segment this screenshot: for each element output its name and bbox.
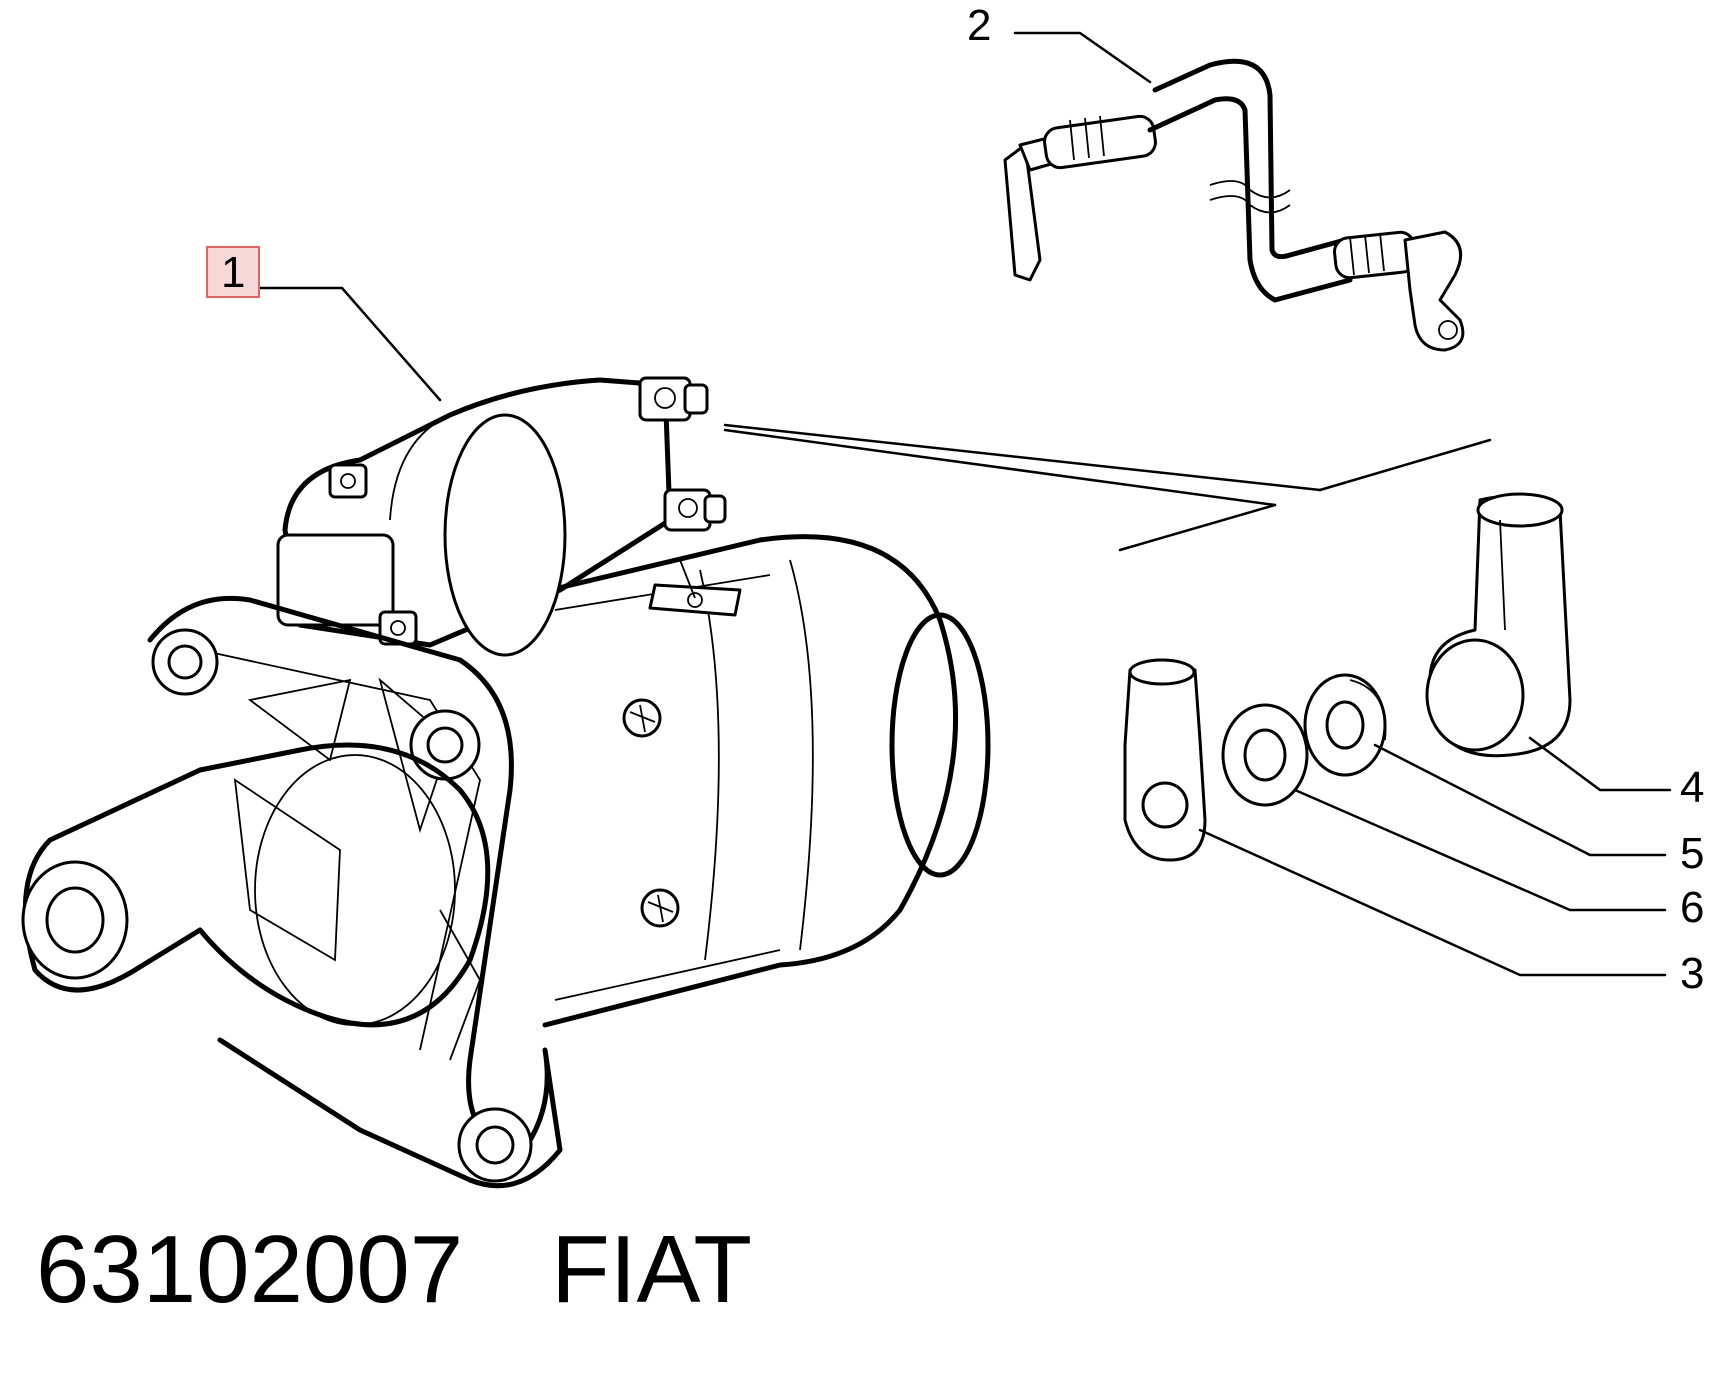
- callout-leaders: [258, 31, 1672, 977]
- callout-label-1: 1: [221, 248, 245, 297]
- terminal-nut-icon: [663, 488, 727, 532]
- callout-1-highlight: [206, 246, 260, 298]
- solenoid-nut-icon: [328, 463, 368, 499]
- callout-label-4[interactable]: 4: [1680, 763, 1704, 812]
- leader-lines: [723, 423, 1492, 552]
- callout-label-3[interactable]: 3: [1680, 949, 1704, 998]
- washer-drawing: [1221, 703, 1309, 807]
- terminal-nut-icon: [638, 376, 709, 422]
- starter-motor-drawing: [21, 376, 991, 1189]
- body-screw-icon: [622, 698, 662, 738]
- body-screw-icon: [640, 888, 680, 928]
- cable-lug-drawing: [1123, 658, 1207, 862]
- boot-drawing: [1425, 492, 1572, 758]
- callout-label-6[interactable]: 6: [1680, 883, 1704, 932]
- nut-drawing: [1303, 673, 1387, 777]
- callout-1[interactable]: 1: [206, 246, 260, 298]
- cable-drawing: [1003, 58, 1465, 352]
- brand-name: FIAT: [551, 1216, 752, 1323]
- callout-label-2[interactable]: 2: [967, 1, 991, 50]
- part-number: 63102007: [36, 1216, 464, 1323]
- callout-label-5[interactable]: 5: [1680, 829, 1704, 878]
